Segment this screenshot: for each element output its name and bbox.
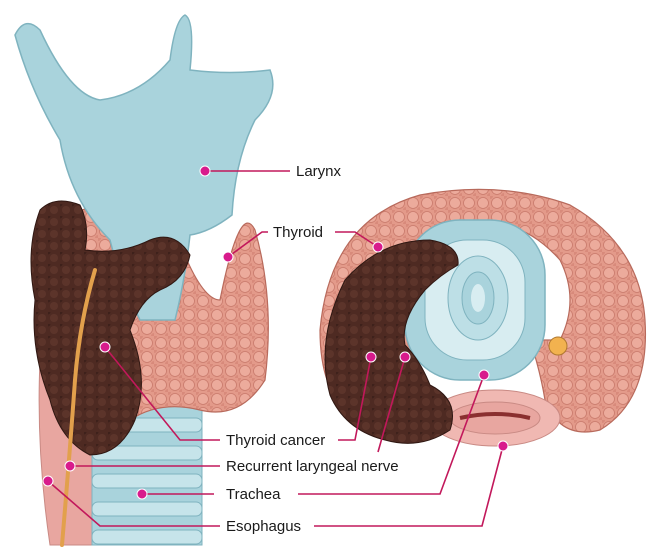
pin-nerve-right <box>400 352 410 362</box>
pin-esophagus-right <box>498 441 508 451</box>
pin-cancer-right <box>366 352 376 362</box>
nerve-section-right <box>549 337 567 355</box>
label-recurrent-laryngeal-nerve: Recurrent laryngeal nerve <box>226 458 399 475</box>
label-thyroid: Thyroid <box>273 224 323 241</box>
pin-trachea-right <box>479 370 489 380</box>
pin-thyroid-left <box>223 252 233 262</box>
pin-cancer-left <box>100 342 110 352</box>
pin-thyroid-right <box>373 242 383 252</box>
pin-esophagus-left <box>43 476 53 486</box>
pin-larynx <box>200 166 210 176</box>
label-larynx: Larynx <box>296 163 342 180</box>
cross-section-view <box>320 189 645 446</box>
label-trachea: Trachea <box>226 486 281 503</box>
pin-trachea-left <box>137 489 147 499</box>
pin-nerve-left <box>65 461 75 471</box>
label-esophagus: Esophagus <box>226 518 301 535</box>
label-thyroid-cancer: Thyroid cancer <box>226 432 325 449</box>
